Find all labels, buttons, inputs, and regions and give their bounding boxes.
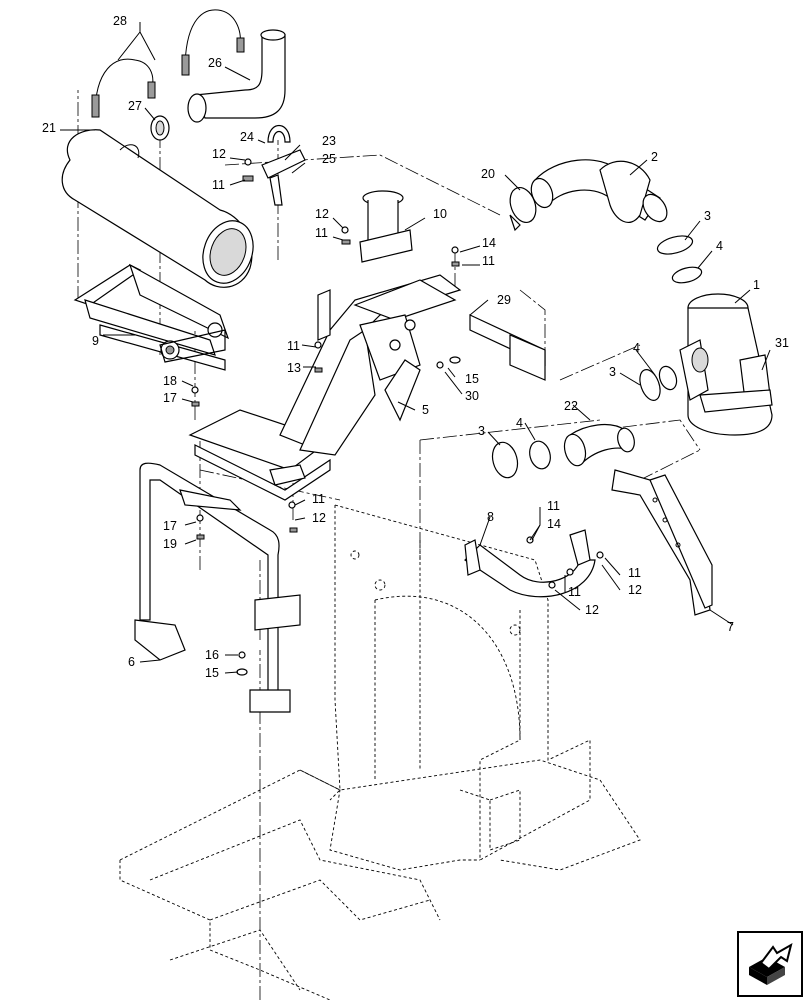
aftertreatment-1 [679,293,773,436]
callout-11: 11 [568,585,581,599]
clamp-27 [150,115,170,141]
callout-6: 6 [128,655,135,669]
callout-18: 18 [163,374,177,388]
callout-10: 10 [433,207,447,221]
callout-20: 20 [481,167,495,181]
callout-15: 15 [205,666,219,680]
next-page-button[interactable] [737,931,803,997]
callout-9: 9 [92,334,99,348]
muffler-mount-9 [73,263,230,371]
callout-11: 11 [628,566,641,580]
callout-3: 3 [478,424,485,438]
callout-12: 12 [312,511,326,525]
callout-14: 14 [547,517,561,531]
bracket-7 [611,469,713,616]
callout-12: 12 [315,207,329,221]
callout-11: 11 [287,339,300,353]
callout-labels: 28 26 27 21 24 23 12 25 11 20 2 10 12 11… [42,14,789,680]
callout-25: 25 [322,152,336,166]
callout-11: 11 [315,226,328,240]
callout-1: 1 [753,278,760,292]
callout-13: 13 [287,361,301,375]
clamp-20 [509,186,537,232]
callout-14: 14 [482,236,496,250]
callout-2: 2 [651,150,658,164]
support-frame-5 [188,274,462,501]
machine-frame-phantom [119,504,641,1000]
next-page-arrow-icon [749,942,793,985]
callout-29: 29 [497,293,511,307]
callout-12: 12 [212,147,226,161]
callout-27: 27 [128,99,142,113]
callout-23: 23 [322,134,336,148]
callout-16: 16 [205,648,219,662]
callout-3: 3 [704,209,711,223]
straps-28 [91,9,245,118]
muffler-21 [61,129,254,288]
hose-22 [563,423,635,467]
callout-11: 11 [547,499,560,513]
callout-21: 21 [42,121,56,135]
bracket-8 [464,529,596,598]
callout-8: 8 [487,510,494,524]
callout-31: 31 [775,336,789,350]
callout-19: 19 [163,537,177,551]
leader-lines [60,22,771,674]
callout-11: 11 [212,178,225,192]
callout-30: 30 [465,389,479,403]
clamps-3-4 [491,235,703,479]
callout-17: 17 [163,391,177,405]
callout-11: 11 [312,492,325,506]
callout-4: 4 [633,341,640,355]
callout-28: 28 [113,14,127,28]
callout-24: 24 [240,130,254,144]
bracket-29 [469,314,546,381]
callout-3: 3 [609,365,616,379]
callout-4: 4 [516,416,523,430]
hose-2 [530,159,668,223]
callout-12: 12 [585,603,599,617]
callout-4: 4 [716,239,723,253]
frame-6 [134,462,301,713]
callout-11: 11 [482,254,495,268]
callout-7: 7 [727,620,734,634]
hardware-bolts [191,158,604,676]
callout-12: 12 [628,583,642,597]
stack-10 [359,190,413,263]
bracket-23 [261,125,306,206]
callout-22: 22 [564,399,578,413]
callout-5: 5 [422,403,429,417]
callout-15: 15 [465,372,479,386]
callout-17: 17 [163,519,177,533]
exhaust-elbow-26 [187,29,286,123]
callout-26: 26 [208,56,222,70]
